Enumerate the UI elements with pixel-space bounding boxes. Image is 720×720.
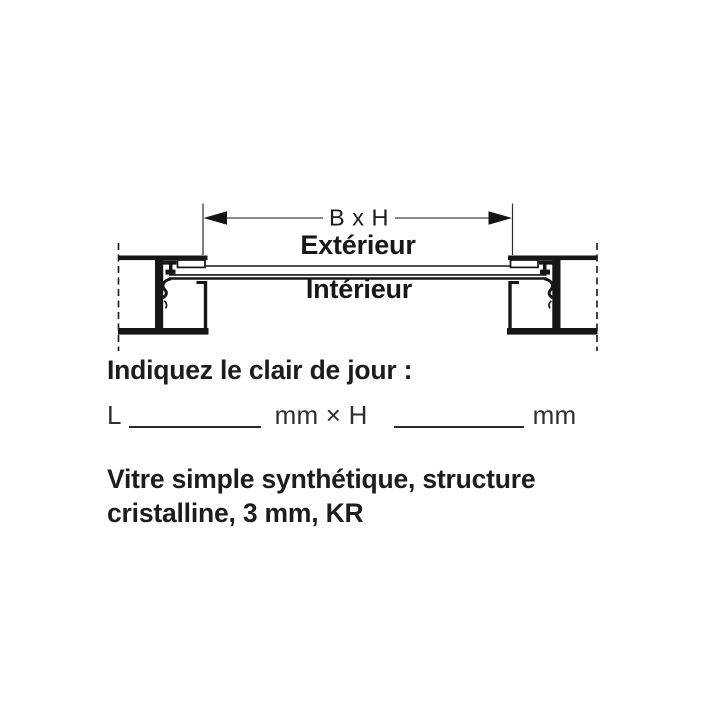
exterior-label: Extérieur: [300, 230, 416, 260]
spring-clip-tail: [163, 300, 168, 309]
width-prefix-label: L: [107, 400, 122, 430]
width-blank-field[interactable]: [128, 426, 261, 428]
frame-profile-right: [505, 241, 599, 353]
glazing-bead: [176, 259, 206, 269]
frame-profile-left: [117, 243, 209, 351]
glass-pane: [169, 265, 547, 280]
spring-clip: [161, 277, 172, 300]
height-blank-field[interactable]: [393, 426, 524, 428]
unit-end-label: mm: [532, 400, 577, 430]
dimension-arrow: [203, 211, 512, 225]
frame-bottom-bar: [118, 328, 209, 335]
frame-vertical-bar: [155, 255, 164, 335]
arrowhead-right-icon: [488, 211, 512, 225]
unit-between-label: mm × H: [274, 400, 368, 430]
glazing-clip: [163, 260, 177, 275]
dimension-label: B x H: [323, 204, 395, 232]
arrowhead-left-icon: [203, 211, 227, 225]
interior-trim-tick: [196, 281, 207, 284]
glazing-description-line1: Vitre simple synthétique, structure: [107, 464, 536, 494]
interior-trim-bar: [203, 281, 208, 334]
daylight-opening-headline: Indiquez le clair de jour :: [107, 355, 413, 385]
glazing-description: Vitre simple synthétique, structure cris…: [107, 463, 536, 530]
glazing-description-line2: cristalline, 3 mm, KR: [107, 497, 364, 528]
interior-label: Intérieur: [305, 274, 413, 304]
dimension-extension-lines: [202, 203, 514, 255]
